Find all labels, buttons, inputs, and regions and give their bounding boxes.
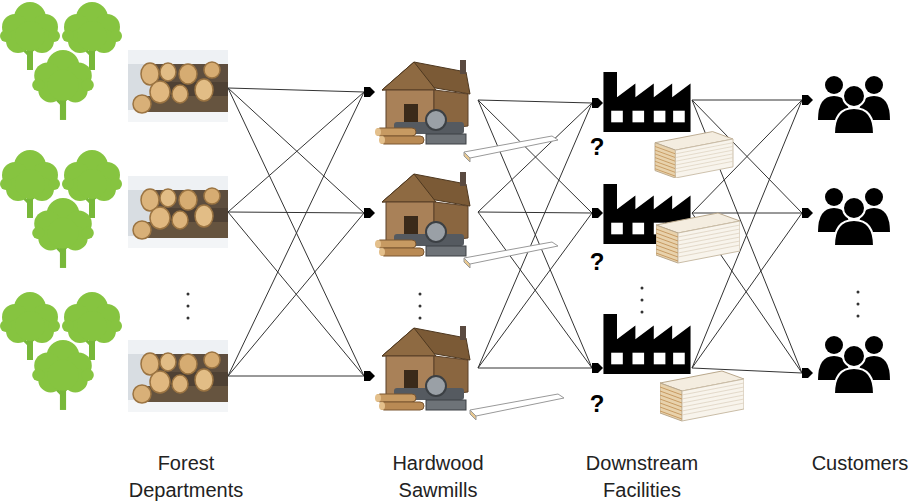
ellipsis-dot (857, 315, 860, 318)
factory-icon (603, 72, 690, 132)
tree-cluster (0, 2, 122, 120)
ellipsis-dot (857, 291, 860, 294)
input-marker (802, 368, 813, 378)
board-icon (464, 136, 558, 158)
input-marker (364, 87, 375, 97)
log-photo (128, 340, 228, 412)
forest-trees (0, 2, 122, 410)
lumber-stack (660, 371, 744, 421)
board-icon (464, 152, 470, 162)
ellipsis-dot (187, 305, 190, 308)
customer-icons (818, 76, 890, 394)
sawmill-icon (375, 326, 470, 410)
board-icon (464, 258, 470, 268)
stage-label: Customers (812, 450, 909, 477)
input-marker (364, 208, 375, 218)
input-marker (802, 208, 813, 218)
tree-cluster (0, 150, 122, 268)
ellipsis-dot (419, 317, 422, 320)
flow-line (478, 368, 592, 369)
sawmill-icon (375, 60, 470, 144)
flow-line (228, 376, 364, 377)
stage-label: Downstream Facilities (562, 450, 722, 504)
flow-line (228, 92, 364, 376)
ellipsis-dot (641, 299, 644, 302)
ellipsis-dots (187, 287, 860, 320)
sawmill-icon (375, 172, 470, 256)
lumber-stacks (655, 132, 744, 421)
factory-icon (603, 314, 690, 374)
log-photo (128, 176, 228, 248)
log-photo (128, 50, 228, 122)
input-marker (592, 363, 603, 373)
flow-line (692, 368, 802, 373)
lumber-stack (655, 132, 733, 178)
flow-line (228, 88, 364, 376)
ellipsis-dot (419, 293, 422, 296)
ellipsis-dot (641, 287, 644, 290)
question-mark: ? (588, 249, 607, 275)
ellipsis-dot (857, 303, 860, 306)
board-icon (464, 242, 558, 264)
input-marker (802, 95, 813, 105)
log-photos (128, 50, 228, 412)
flow-lines (228, 88, 802, 376)
flow-line (228, 212, 364, 376)
people-icon (818, 188, 890, 246)
input-marker (592, 208, 603, 218)
flow-line (478, 212, 592, 213)
flow-line (478, 100, 592, 213)
input-marker (592, 98, 603, 108)
flow-line (228, 92, 364, 212)
question-mark: ? (588, 391, 607, 417)
sawmill-icons (375, 60, 470, 410)
people-icon (818, 76, 890, 134)
flow-line (228, 213, 364, 376)
flow-line (478, 103, 592, 212)
input-marker (364, 371, 375, 381)
tree-cluster (0, 292, 122, 410)
flow-line (478, 213, 592, 368)
board-icon (470, 410, 476, 420)
flow-line (228, 88, 364, 213)
board-icons (464, 136, 564, 420)
input-markers (364, 87, 813, 381)
stage-label: Forest Departments (111, 450, 261, 504)
board-icon (470, 394, 564, 416)
flow-line (692, 213, 802, 214)
ellipsis-dot (187, 293, 190, 296)
people-icon (818, 336, 890, 394)
ellipsis-dot (419, 305, 422, 308)
ellipsis-dot (187, 317, 190, 320)
ellipsis-dot (641, 311, 644, 314)
stage-label: Hardwood Sawmills (363, 450, 513, 504)
flow-line (478, 100, 592, 103)
flow-line (228, 212, 364, 213)
flow-line (692, 100, 802, 101)
flow-line (228, 88, 364, 92)
question-mark: ? (588, 134, 607, 160)
lumber-stack (656, 213, 740, 263)
